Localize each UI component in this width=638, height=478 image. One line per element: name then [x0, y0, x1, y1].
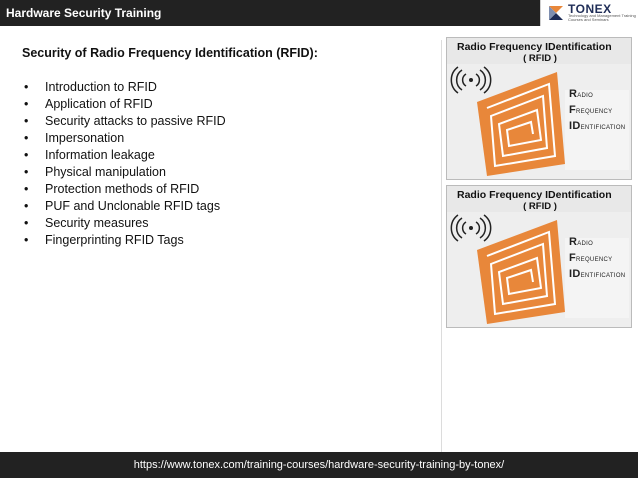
footer-url-link[interactable]: https://www.tonex.com/training-courses/h…: [133, 459, 505, 471]
rfid-tag-icon: [447, 64, 631, 179]
list-item: Impersonation: [24, 131, 226, 148]
rfid-word-frequency: FREQUENCY: [569, 252, 613, 264]
rfid-word-identification: IDENTIFICATION: [569, 268, 626, 280]
logo-tagline: Technology and Management Training Cours…: [568, 13, 636, 22]
page-title: Hardware Security Training: [6, 6, 162, 20]
footer-bar: https://www.tonex.com/training-courses/h…: [0, 452, 638, 478]
list-item: Fingerprinting RFID Tags: [24, 233, 226, 250]
rfid-illustration-top: Radio Frequency IDentification ( RFID ) …: [446, 37, 632, 180]
wireless-signal-icon: [450, 214, 492, 242]
rfid-word-frequency: FREQUENCY: [569, 104, 613, 116]
list-item: Physical manipulation: [24, 165, 226, 182]
illustration-title: Radio Frequency IDentification: [457, 189, 612, 201]
tonex-logo[interactable]: TONEX Technology and Management Training…: [540, 0, 638, 26]
title-bar: Hardware Security Training TONEX Technol…: [0, 0, 638, 26]
tonex-logo-icon: [549, 6, 563, 20]
list-item: Application of RFID: [24, 97, 226, 114]
list-item: Security measures: [24, 216, 226, 233]
list-item: Information leakage: [24, 148, 226, 165]
rfid-word-radio: RADIO: [569, 88, 594, 100]
list-item: PUF and Unclonable RFID tags: [24, 199, 226, 216]
topic-list: Introduction to RFID Application of RFID…: [24, 80, 226, 250]
list-item: Introduction to RFID: [24, 80, 226, 97]
rfid-illustration-bottom: Radio Frequency IDentification ( RFID ) …: [446, 185, 632, 328]
logo-name: TONEX: [568, 2, 612, 16]
rfid-tag-icon: [447, 212, 631, 327]
rfid-word-radio: RADIO: [569, 236, 594, 248]
list-item: Protection methods of RFID: [24, 182, 226, 199]
illustration-title: Radio Frequency IDentification: [457, 41, 612, 53]
illustration-subtitle: ( RFID ): [523, 201, 557, 212]
section-heading: Security of Radio Frequency Identificati…: [22, 46, 318, 60]
wireless-signal-icon: [450, 66, 492, 94]
list-item: Security attacks to passive RFID: [24, 114, 226, 131]
illustration-subtitle: ( RFID ): [523, 53, 557, 64]
rfid-word-identification: IDENTIFICATION: [569, 120, 626, 132]
column-divider: [441, 40, 442, 452]
